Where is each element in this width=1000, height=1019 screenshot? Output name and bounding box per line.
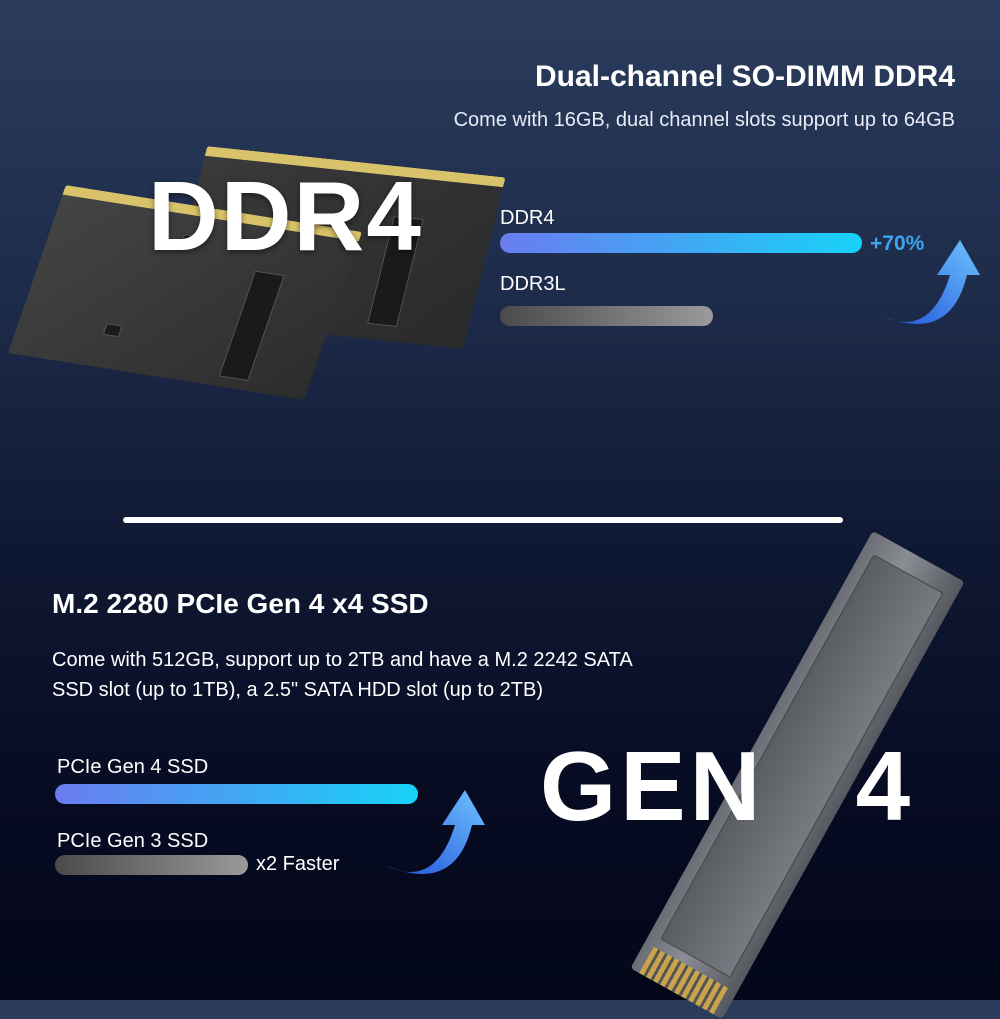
storage-description-1: Come with 512GB, support up to 2TB and h… <box>52 649 633 671</box>
gen4-image-text: GEN 4 <box>540 731 915 841</box>
gain-label: +70% <box>870 232 925 255</box>
ddr3l-label: DDR3L <box>500 273 566 295</box>
memory-title: Dual-channel SO-DIMM DDR4 <box>534 60 955 93</box>
ddr4-image-text: DDR4 <box>148 161 423 271</box>
gen4-ssd-bar <box>55 784 418 804</box>
arrow-up-icon <box>880 240 980 324</box>
ddr4-label: DDR4 <box>500 207 555 229</box>
section-divider <box>123 517 843 523</box>
ram-modules-image: DDR4 <box>0 130 506 430</box>
arrow-up-icon <box>385 790 485 874</box>
ddr3l-bar <box>500 306 713 326</box>
storage-title: M.2 2280 PCIe Gen 4 x4 SSD <box>52 588 429 619</box>
gen3-ssd-bar <box>55 855 248 875</box>
gen4-ssd-label: PCIe Gen 4 SSD <box>57 756 209 778</box>
ram-chip <box>102 323 123 338</box>
faster-label: x2 Faster <box>256 853 340 875</box>
memory-subtitle: Come with 16GB, dual channel slots suppo… <box>453 109 955 131</box>
ddr4-bar <box>500 233 862 253</box>
storage-description-2: SSD slot (up to 1TB), a 2.5" SATA HDD sl… <box>52 679 543 701</box>
ram-chip <box>218 270 285 381</box>
gen3-ssd-label: PCIe Gen 3 SSD <box>57 830 209 852</box>
